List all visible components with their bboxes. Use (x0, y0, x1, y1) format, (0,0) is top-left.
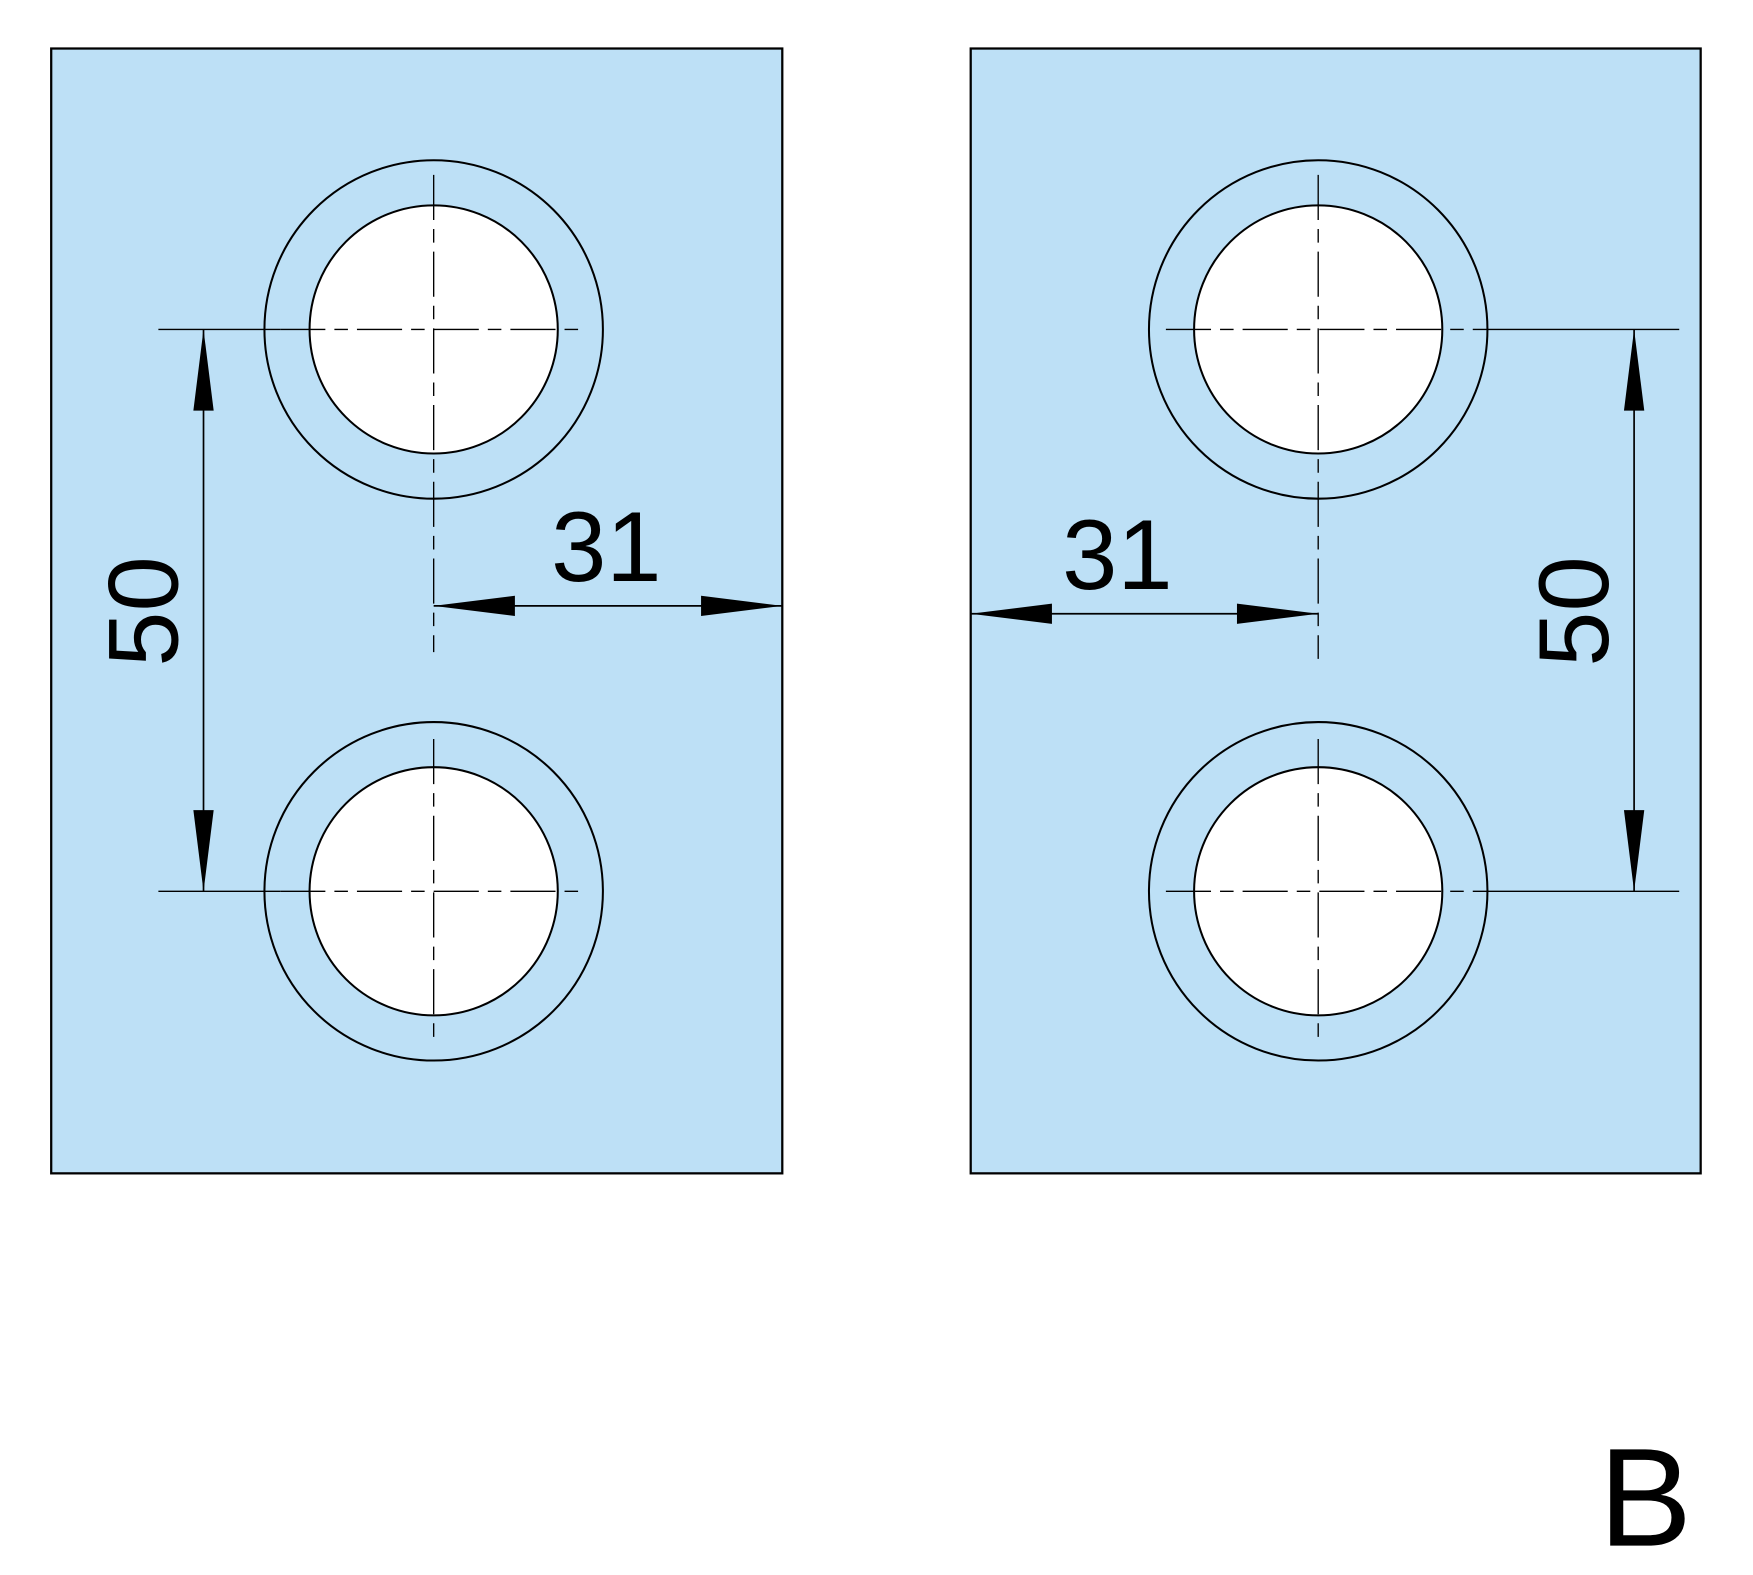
left-vertical-dimension: 50 (89, 329, 214, 892)
left-horizontal-dimension: 31 (433, 492, 783, 617)
left-hole-bottom (263, 721, 604, 1062)
right-vertical-dimension: 50 (1519, 329, 1645, 892)
right-hole-spacing-label: 50 (1519, 556, 1630, 666)
view-label: B (1599, 1419, 1692, 1575)
left-edge-distance-label: 31 (551, 492, 661, 603)
right-horizontal-dimension: 31 (970, 500, 1319, 624)
left-plate: 50 31 (50, 47, 784, 1175)
right-edge-distance-label: 31 (1062, 500, 1172, 611)
right-hole-bottom (1147, 721, 1489, 1062)
right-hole-top (1147, 159, 1489, 659)
right-plate: 50 31 (969, 47, 1702, 1175)
left-hole-spacing-label: 50 (89, 556, 200, 666)
